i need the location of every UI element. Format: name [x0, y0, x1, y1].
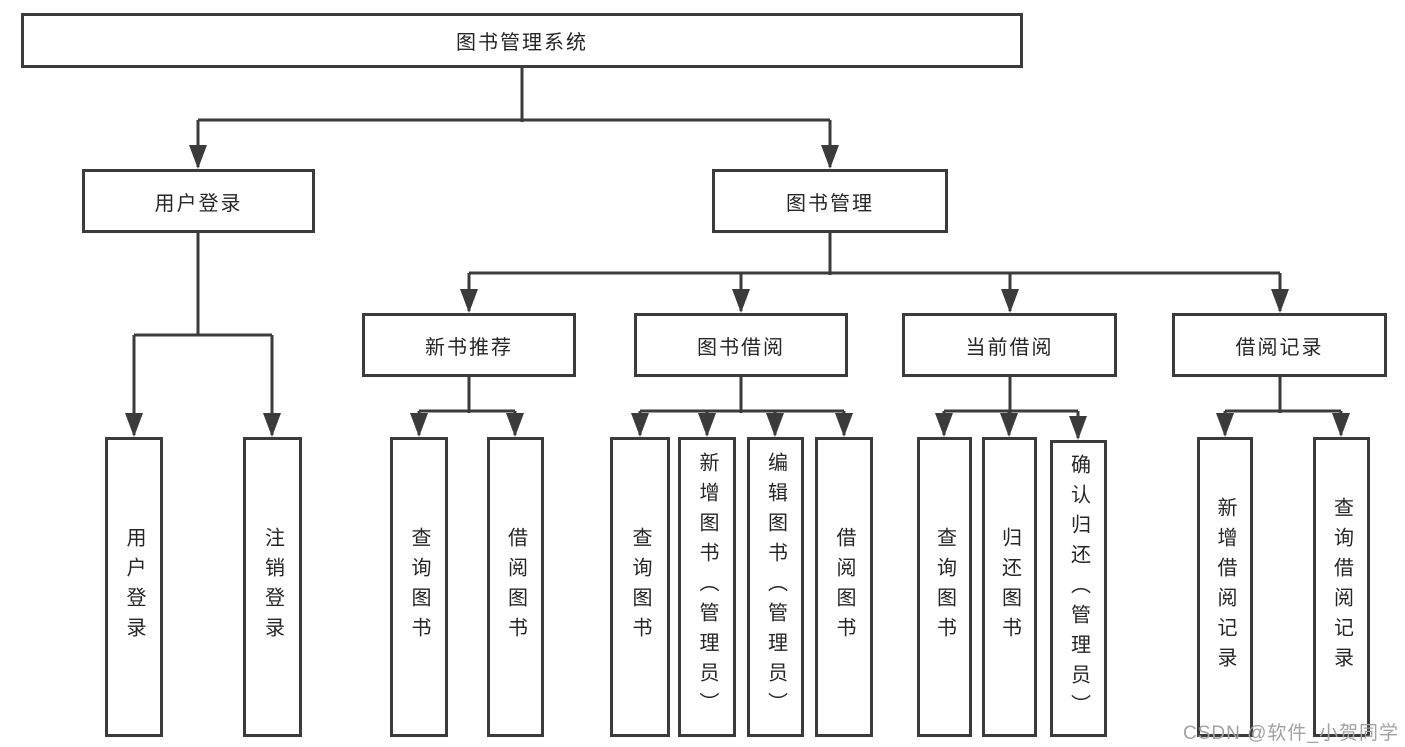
leaf-edit-book-admin-label: 编辑图书（管理员）	[764, 452, 787, 722]
node-user-login-label: 用户登录	[154, 192, 243, 215]
leaf-logout-label: 注销登录	[261, 527, 284, 647]
leaf-query-books-borrow: 查询图书	[610, 437, 670, 737]
node-new-book-recommend: 新书推荐	[362, 313, 576, 377]
node-borrow-records-label: 借阅记录	[1235, 336, 1324, 359]
leaf-borrow-books-label: 借阅图书	[833, 527, 855, 647]
leaf-query-books-recommend-label: 查询图书	[408, 527, 430, 647]
leaf-user-login: 用户登录	[105, 437, 163, 737]
node-book-borrow-label: 图书借阅	[697, 336, 785, 359]
node-new-book-recommend-label: 新书推荐	[425, 336, 513, 359]
leaf-add-borrow-record-label: 新增借阅记录	[1214, 497, 1236, 677]
leaf-return-book: 归还图书	[982, 437, 1037, 737]
leaf-logout: 注销登录	[243, 437, 302, 737]
leaf-query-books-borrow-label: 查询图书	[629, 527, 651, 647]
node-book-management-label: 图书管理	[786, 192, 874, 215]
leaf-confirm-return-admin-label: 确认归还（管理员）	[1067, 453, 1090, 724]
leaf-borrow-books-recommend: 借阅图书	[487, 437, 544, 737]
node-user-login: 用户登录	[82, 169, 315, 233]
leaf-borrow-books: 借阅图书	[815, 437, 873, 737]
leaf-add-book-admin-label: 新增图书（管理员）	[696, 452, 718, 722]
leaf-confirm-return-admin: 确认归还（管理员）	[1050, 440, 1107, 737]
leaf-query-borrow-record-label: 查询借阅记录	[1330, 497, 1353, 677]
node-root-label: 图书管理系统	[456, 32, 588, 54]
leaf-add-borrow-record: 新增借阅记录	[1197, 437, 1253, 737]
node-book-management: 图书管理	[712, 169, 948, 233]
leaf-query-books-recommend: 查询图书	[390, 437, 448, 737]
leaf-query-borrow-record: 查询借阅记录	[1313, 437, 1370, 737]
node-book-borrow: 图书借阅	[634, 313, 848, 377]
leaf-edit-book-admin: 编辑图书（管理员）	[747, 437, 804, 737]
watermark-text: CSDN @软件_小贺同学	[1183, 723, 1399, 744]
node-root: 图书管理系统	[21, 13, 1023, 68]
leaf-return-book-label: 归还图书	[998, 527, 1021, 647]
leaf-borrow-books-recommend-label: 借阅图书	[504, 527, 527, 647]
node-current-borrow-label: 当前借阅	[965, 336, 1054, 359]
leaf-query-books-current: 查询图书	[917, 437, 972, 737]
leaf-user-login-label: 用户登录	[123, 527, 145, 647]
leaf-query-books-current-label: 查询图书	[933, 527, 956, 647]
node-current-borrow: 当前借阅	[902, 313, 1117, 377]
node-borrow-records: 借阅记录	[1172, 313, 1387, 377]
leaf-add-book-admin: 新增图书（管理员）	[678, 437, 736, 737]
